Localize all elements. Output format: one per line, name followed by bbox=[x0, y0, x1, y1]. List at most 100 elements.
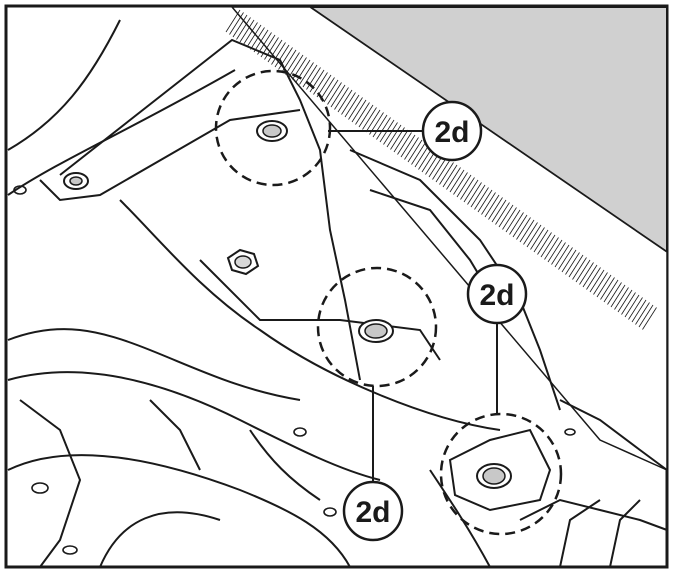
hatch-line bbox=[579, 262, 594, 285]
hatch-line bbox=[267, 39, 283, 63]
bolt-center bbox=[358, 319, 394, 343]
hatch-line bbox=[348, 97, 363, 120]
hatch-line bbox=[460, 177, 475, 200]
hatch-line bbox=[575, 259, 591, 283]
hatch-line bbox=[393, 129, 409, 153]
hatch-line bbox=[337, 89, 353, 113]
hatch-line bbox=[547, 239, 563, 263]
hatch-line bbox=[407, 139, 423, 163]
highlight-circle-lower-right bbox=[439, 412, 563, 536]
highlight-circle-upper bbox=[214, 69, 332, 187]
hatch-line bbox=[351, 99, 367, 123]
callout-upper: 2d bbox=[421, 100, 483, 162]
hatch-line bbox=[607, 282, 622, 305]
callout-label-right: 2d bbox=[479, 279, 514, 312]
hatch-line bbox=[516, 217, 531, 240]
hatch-line bbox=[320, 77, 335, 100]
hatch-line bbox=[456, 174, 472, 198]
hatch-line bbox=[610, 284, 626, 308]
hatch-line bbox=[526, 224, 542, 248]
callout-label-lower: 2d bbox=[355, 496, 390, 529]
hatch-line bbox=[470, 184, 486, 208]
hatch-line bbox=[523, 222, 538, 245]
hatch-lines bbox=[225, 9, 657, 330]
hatch-line bbox=[229, 12, 244, 35]
hatch-line bbox=[638, 304, 654, 328]
hatch-line bbox=[540, 234, 556, 258]
hatch-line bbox=[411, 142, 426, 165]
bolt-left-bracket bbox=[63, 172, 89, 190]
hex-bolt bbox=[226, 248, 260, 276]
hatch-line bbox=[278, 47, 293, 70]
hatch-line bbox=[264, 37, 279, 60]
hatch-line bbox=[568, 254, 584, 278]
hatch-line bbox=[635, 302, 650, 325]
hatch-line bbox=[449, 169, 465, 193]
hatch-line bbox=[624, 294, 640, 318]
hatch-line bbox=[432, 157, 447, 180]
hatch-line bbox=[439, 162, 454, 185]
hatch-line bbox=[362, 107, 377, 130]
hatch-line bbox=[596, 274, 612, 298]
hatch-line bbox=[383, 122, 398, 145]
hatch-line bbox=[334, 87, 349, 110]
hatch-line bbox=[442, 164, 458, 188]
hatch-line bbox=[621, 292, 636, 315]
hatch-line bbox=[288, 54, 304, 78]
hatch-line bbox=[530, 227, 545, 250]
hatch-line bbox=[561, 249, 577, 273]
hatch-line bbox=[519, 219, 535, 243]
hatch-line bbox=[236, 17, 251, 40]
hatch-line bbox=[533, 229, 549, 253]
hatch-line bbox=[285, 52, 300, 75]
bolt-upper bbox=[256, 120, 288, 142]
hatch-line bbox=[589, 269, 605, 293]
hatch-line bbox=[365, 109, 381, 133]
hatch-line bbox=[250, 27, 265, 50]
hatch-line bbox=[271, 42, 286, 65]
hatch-line bbox=[512, 214, 528, 238]
hatch-line bbox=[558, 247, 573, 270]
hatch-line bbox=[232, 14, 248, 38]
hatch-line bbox=[481, 192, 496, 215]
highlight-circle-center bbox=[316, 266, 438, 388]
hatch-line bbox=[299, 62, 314, 85]
hatch-line bbox=[565, 252, 580, 275]
callout-right: 2d bbox=[466, 263, 528, 325]
hatch-line bbox=[274, 44, 290, 68]
hatch-line bbox=[302, 64, 318, 88]
leader-lines bbox=[328, 130, 498, 483]
hatched-strip bbox=[230, 6, 668, 472]
bolt-lower-right bbox=[448, 428, 552, 512]
hatch-line bbox=[341, 92, 356, 115]
hatch-line bbox=[614, 287, 629, 310]
hatch-line bbox=[323, 79, 339, 103]
hatch-line bbox=[453, 172, 468, 195]
hatch-line bbox=[253, 29, 269, 53]
holes bbox=[13, 185, 576, 555]
hatch-line bbox=[477, 189, 493, 213]
hatch-line bbox=[313, 72, 328, 95]
hatch-line bbox=[446, 167, 461, 190]
hatch-line bbox=[537, 232, 552, 255]
hatch-line bbox=[463, 179, 479, 203]
hatch-line bbox=[502, 207, 517, 230]
hatch-line bbox=[593, 272, 608, 295]
hatch-line bbox=[239, 19, 255, 43]
highlight-circles bbox=[214, 69, 563, 536]
hatch-line bbox=[572, 257, 587, 280]
callout-lower: 2d bbox=[342, 480, 404, 542]
hatch-line bbox=[509, 212, 524, 235]
hatch-line bbox=[544, 237, 559, 260]
hatch-line bbox=[600, 277, 615, 300]
hatch-line bbox=[491, 199, 507, 223]
hatch-line bbox=[372, 114, 388, 138]
hatch-line bbox=[582, 264, 598, 288]
hatch-line bbox=[551, 242, 566, 265]
hatch-line bbox=[603, 279, 619, 303]
hatch-line bbox=[376, 117, 391, 140]
hatch-line bbox=[642, 307, 657, 330]
hatch-line bbox=[225, 9, 241, 33]
